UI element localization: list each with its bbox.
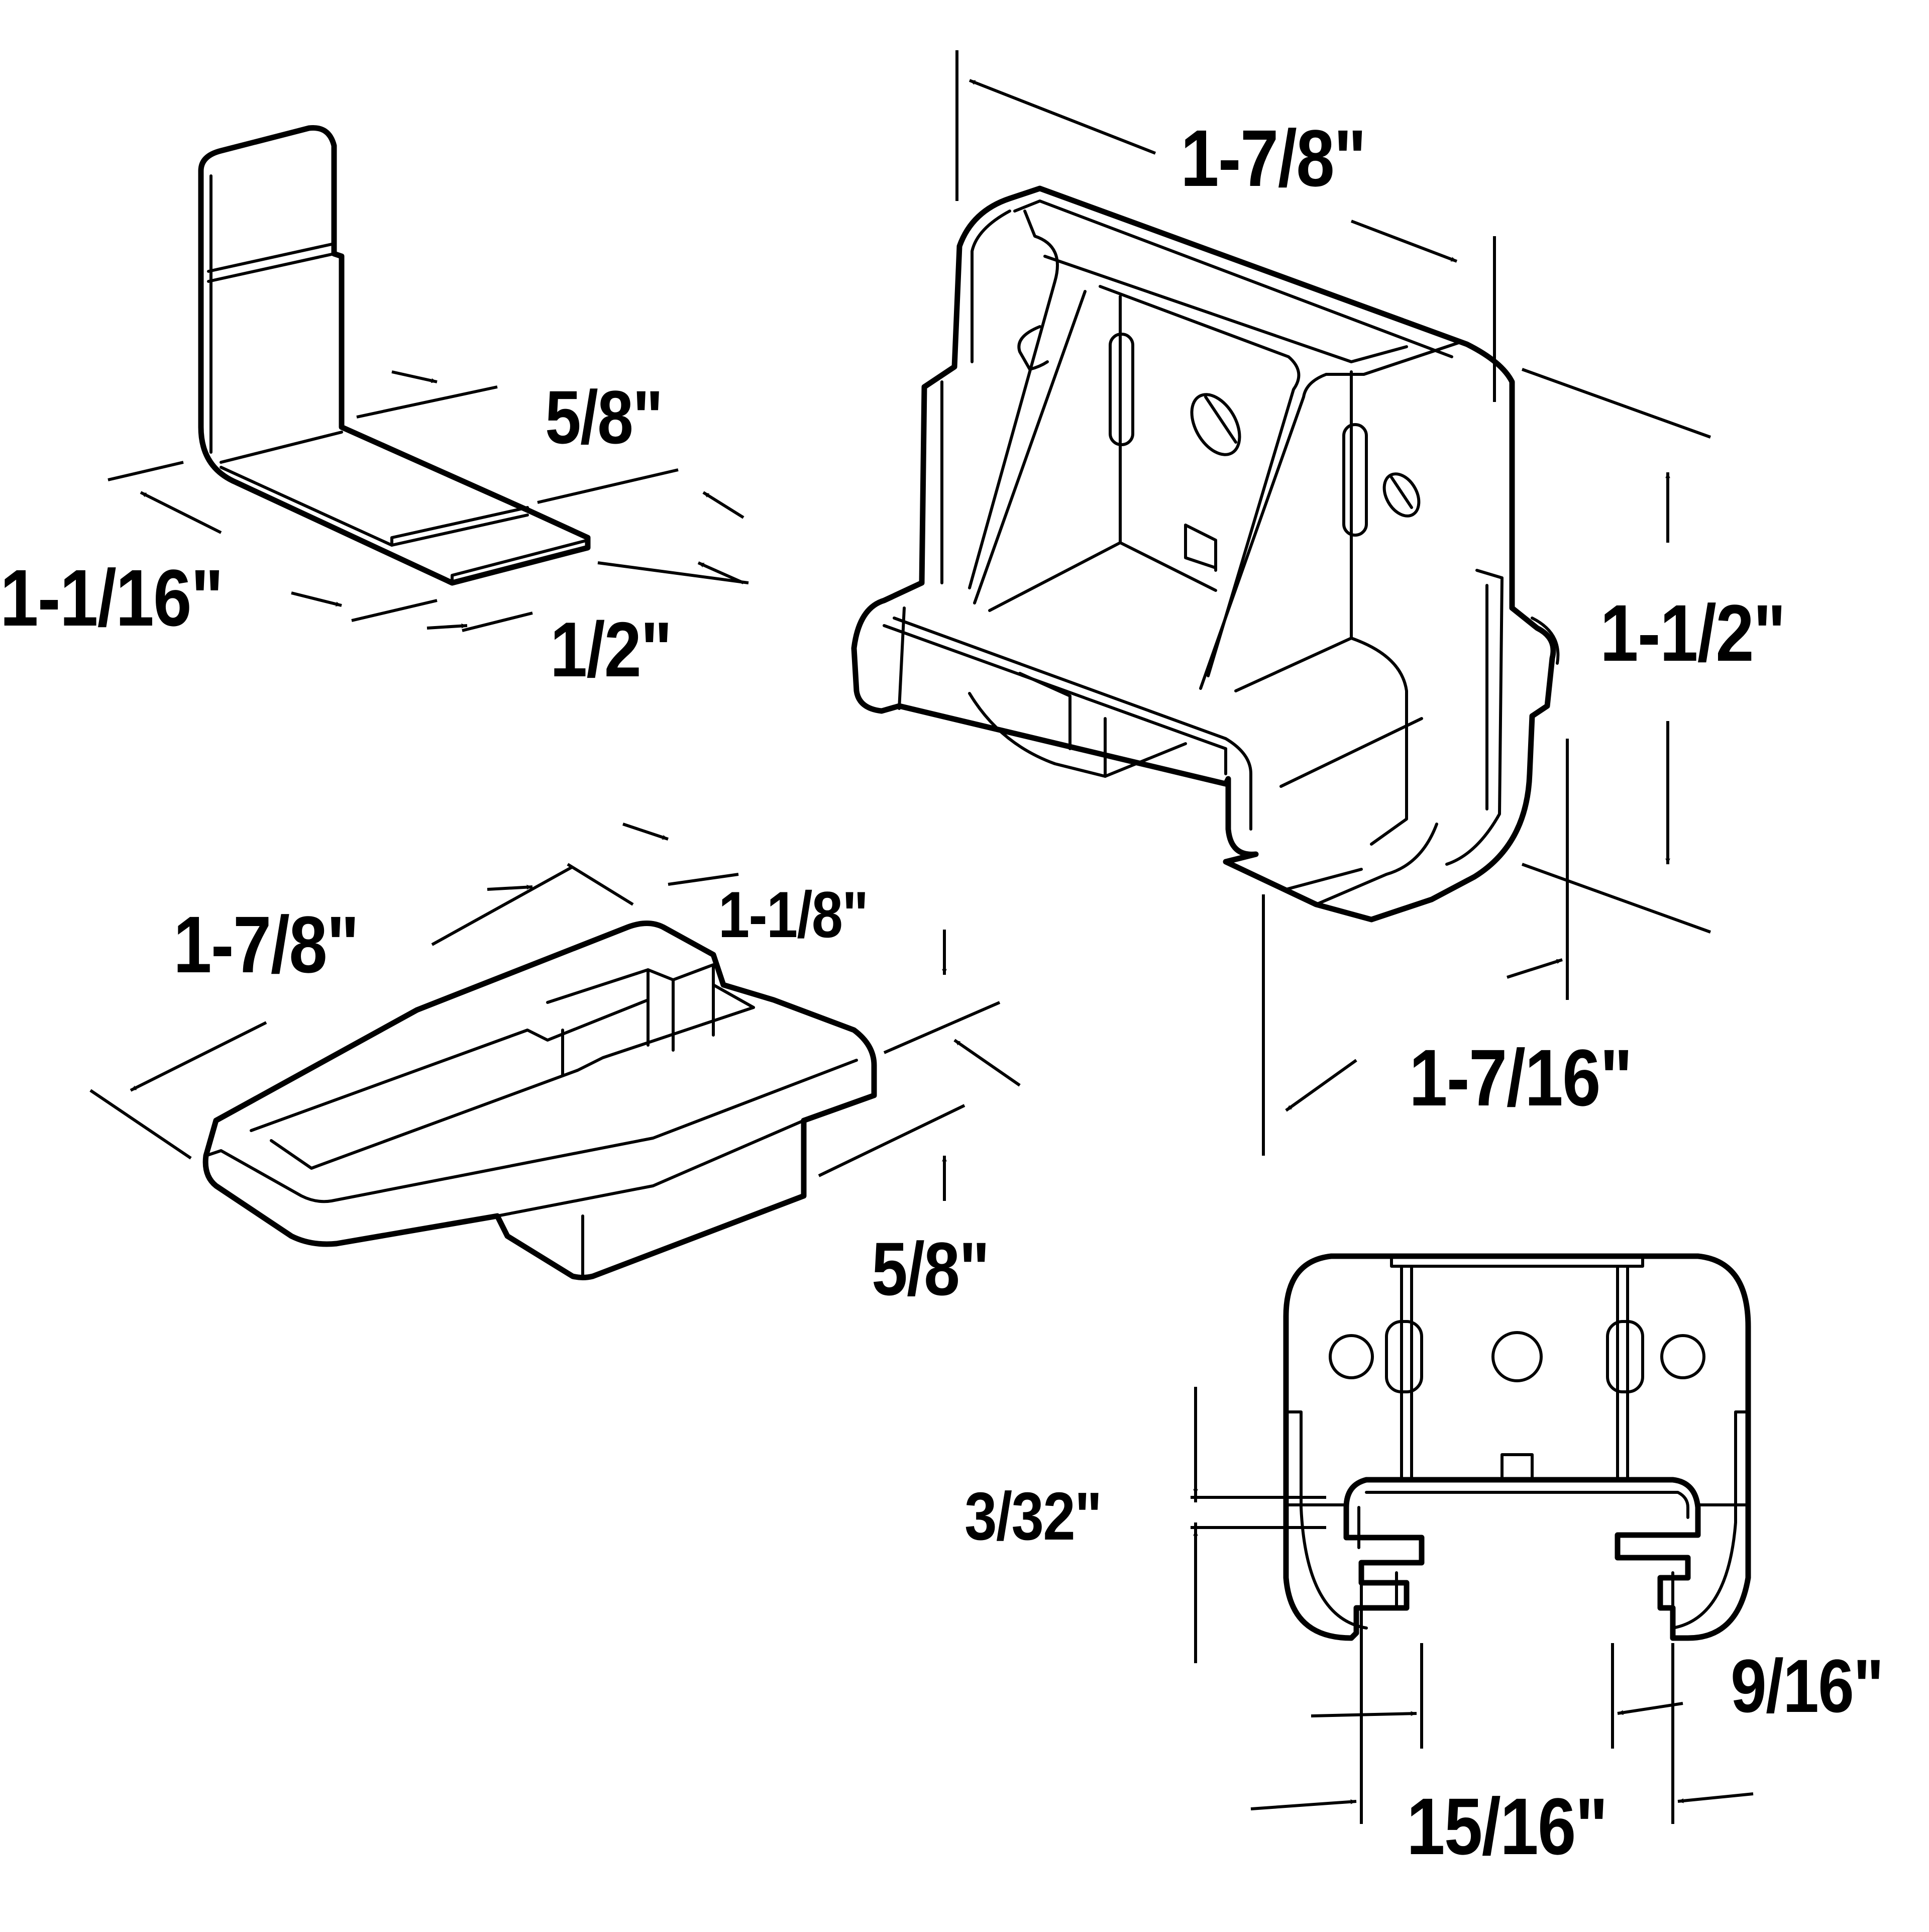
- guide-length-label: 1-7/8": [173, 899, 359, 989]
- roller-depth-label: 1-7/16": [1409, 1033, 1633, 1123]
- bracket-height-label: 1-1/16": [0, 553, 224, 643]
- dimension-lines: [89, 50, 1754, 1824]
- roller-length-label: 1-7/8": [1181, 113, 1366, 203]
- guide-height-label: 5/8": [872, 1227, 990, 1311]
- front-width-label: 15/16": [1407, 1781, 1608, 1871]
- front-channel-label: 9/16": [1731, 1644, 1884, 1728]
- front-gap-label: 3/32": [964, 1478, 1102, 1554]
- guide-width-label: 1-1/8": [718, 878, 869, 951]
- front-view-part: [1283, 1253, 1751, 1641]
- roller-assembly-part: [851, 185, 1560, 923]
- guide-part: [202, 921, 877, 1280]
- bracket-width-label: 1/2": [550, 606, 672, 693]
- roller-height-label: 1-1/2": [1600, 588, 1786, 678]
- l-bracket-part: [198, 125, 591, 586]
- bracket-depth-label: 5/8": [545, 375, 663, 459]
